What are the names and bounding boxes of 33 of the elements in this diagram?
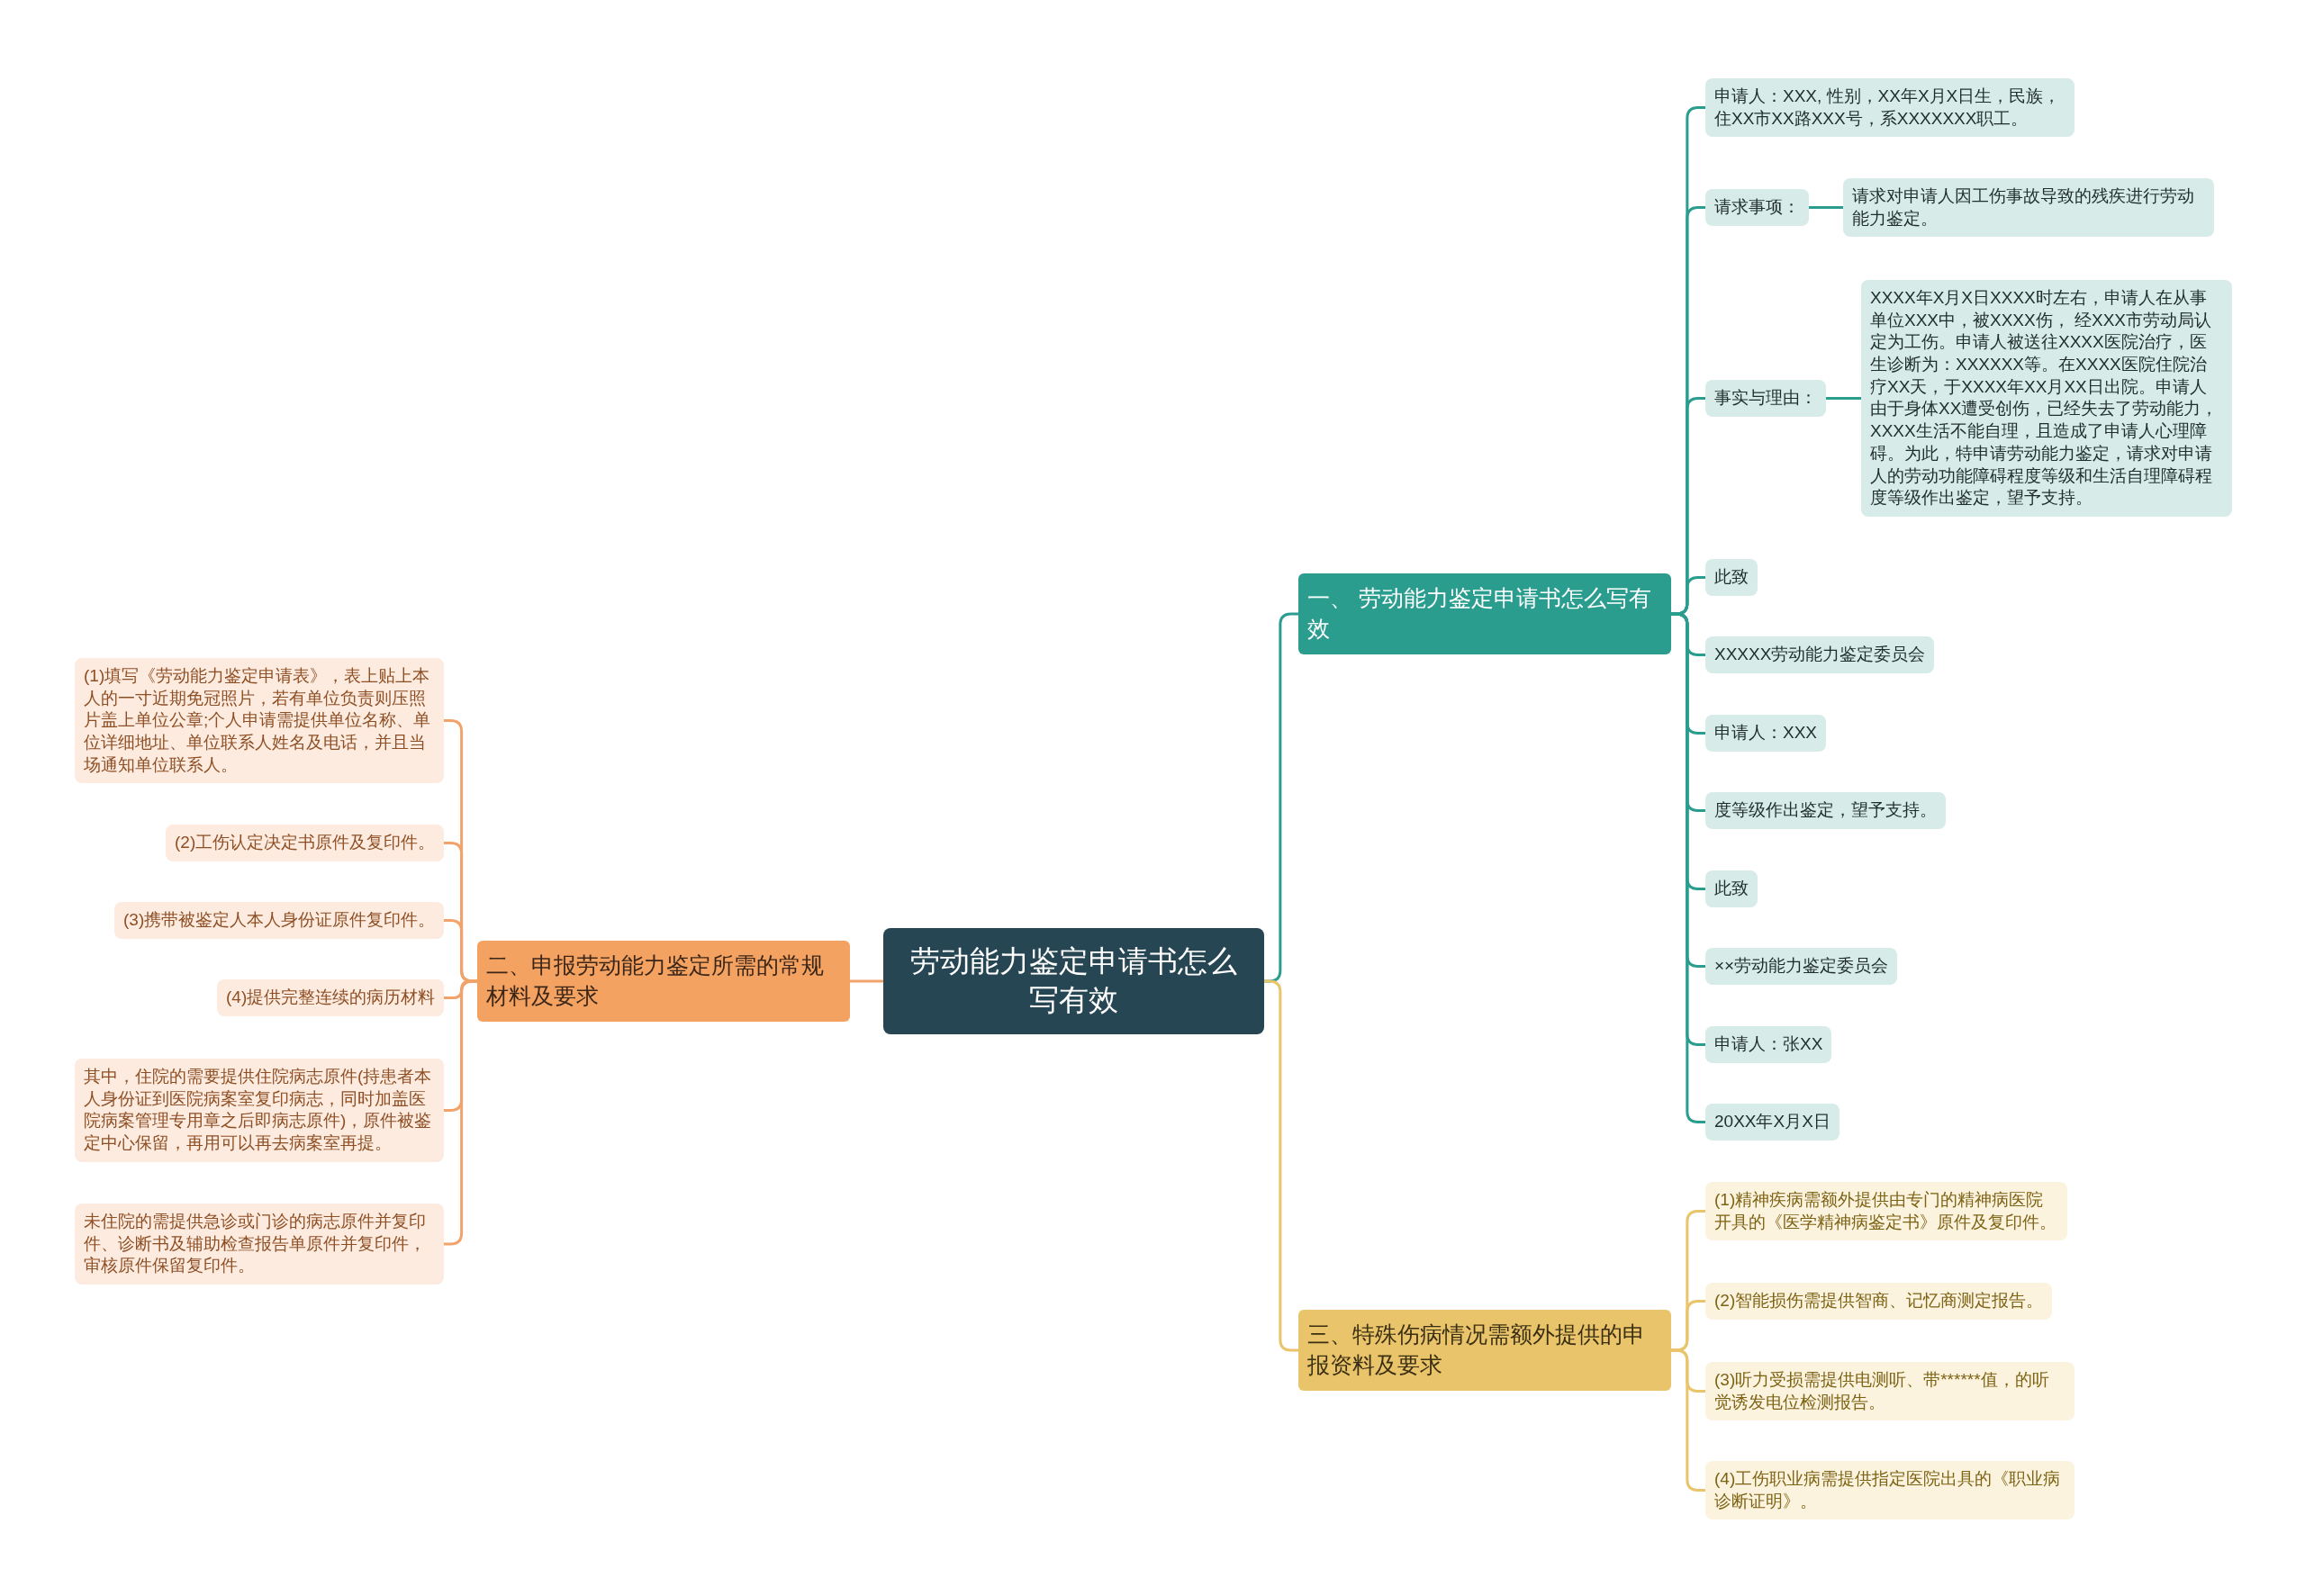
subtopic: (4)提供完整连续的病历材料 — [217, 979, 445, 1016]
subtopic: 事实与理由： — [1705, 380, 1826, 417]
subtopic: 其中，住院的需要提供住院病志原件(持患者本人身份证到医院病案室复印病志，同时加盖医院病案管理专用章之后即病志原件)，原件被鉴定中心保留，再用可以再去病案室再提。 — [75, 1059, 444, 1162]
subtopic: 20XX年X月X日 — [1705, 1104, 1839, 1141]
subtopic: 此致 — [1705, 870, 1758, 907]
subtopic: (2)智能损伤需提供智商、记忆商测定报告。 — [1705, 1283, 2053, 1320]
connector-line — [1809, 206, 1843, 209]
connector-line — [444, 979, 477, 1246]
connector-line — [1826, 397, 1861, 400]
main-topic: 三、特殊伤病情况需额外提供的申报资料及要求 — [1298, 1310, 1671, 1391]
main-topic: 一、 劳动能力鉴定申请书怎么写有效 — [1298, 573, 1671, 654]
subtopic: 申请人：XXX, 性别，XX年X月X日生，民族，住XX市XX路XXX号，系XXXXXXX职工。 — [1705, 78, 2074, 138]
subtopic: 申请人：XXX — [1705, 715, 1827, 752]
subtopic: 请求事项： — [1705, 189, 1809, 226]
subtopic: (2)工伤认定决定书原件及复印件。 — [166, 825, 445, 861]
subtopic: ××劳动能力鉴定委员会 — [1705, 948, 1898, 985]
subtopic: (3)携带被鉴定人本人身份证原件复印件。 — [114, 902, 445, 939]
subtopic: 申请人：张XX — [1705, 1026, 1832, 1063]
subtopic: XXXX年X月X日XXXX时左右，申请人在从事单位XXX中，被XXXX伤， 经XXX市劳动局认定为工伤。申请人被送往XXXX医院治疗，医生诊断为：XXXXXX等。在XXXX医院住院治疗XX天，于XXXX年XX月XX日出院。申请人由于身体XX遭受创伤，已经失去了劳动能力，XXXX生活不能自理，且造成了申请人心理障碍。为此，特申请劳动能力鉴定，请求对申请人的劳动功能障碍程度等级和生活自理障碍程度等级作出鉴定，望予支持。 — [1861, 280, 2232, 517]
subtopic: XXXXX劳动能力鉴定委员会 — [1705, 636, 1935, 673]
main-topic: 二、申报劳动能力鉴定所需的常规材料及要求 — [477, 941, 850, 1022]
subtopic: (1)填写《劳动能力鉴定申请表》，表上贴上本人的一寸近期免冠照片，若有单位负责则压照片盖上单位公章;个人申请需提供单位名称、单位详细地址、单位联系人姓名及电话，并且当场通知单位联系人。 — [75, 658, 444, 784]
subtopic: (4)工伤职业病需提供指定医院出具的《职业病诊断证明》。 — [1705, 1461, 2074, 1520]
subtopic: 度等级作出鉴定，望予支持。 — [1705, 792, 1946, 829]
subtopic: (3)听力受损需提供电测听、带******值，的听觉诱发电位检测报告。 — [1705, 1362, 2074, 1421]
subtopic: 未住院的需提供急诊或门诊的病志原件并复印件、诊断书及辅助检查报告单原件并复印件，审核原件保留复印件。 — [75, 1204, 444, 1285]
connector-line — [1671, 1348, 1705, 1492]
subtopic: (1)精神疾病需额外提供由专门的精神病医院开具的《医学精神病鉴定书》原件及复印件。 — [1705, 1182, 2067, 1241]
subtopic: 请求对申请人因工伤事故导致的残疾进行劳动能力鉴定。 — [1843, 178, 2214, 238]
connector-line — [850, 979, 883, 983]
connector-line — [1264, 979, 1298, 1352]
subtopic: 此致 — [1705, 559, 1758, 596]
central-topic: 劳动能力鉴定申请书怎么写有效 — [883, 928, 1264, 1034]
